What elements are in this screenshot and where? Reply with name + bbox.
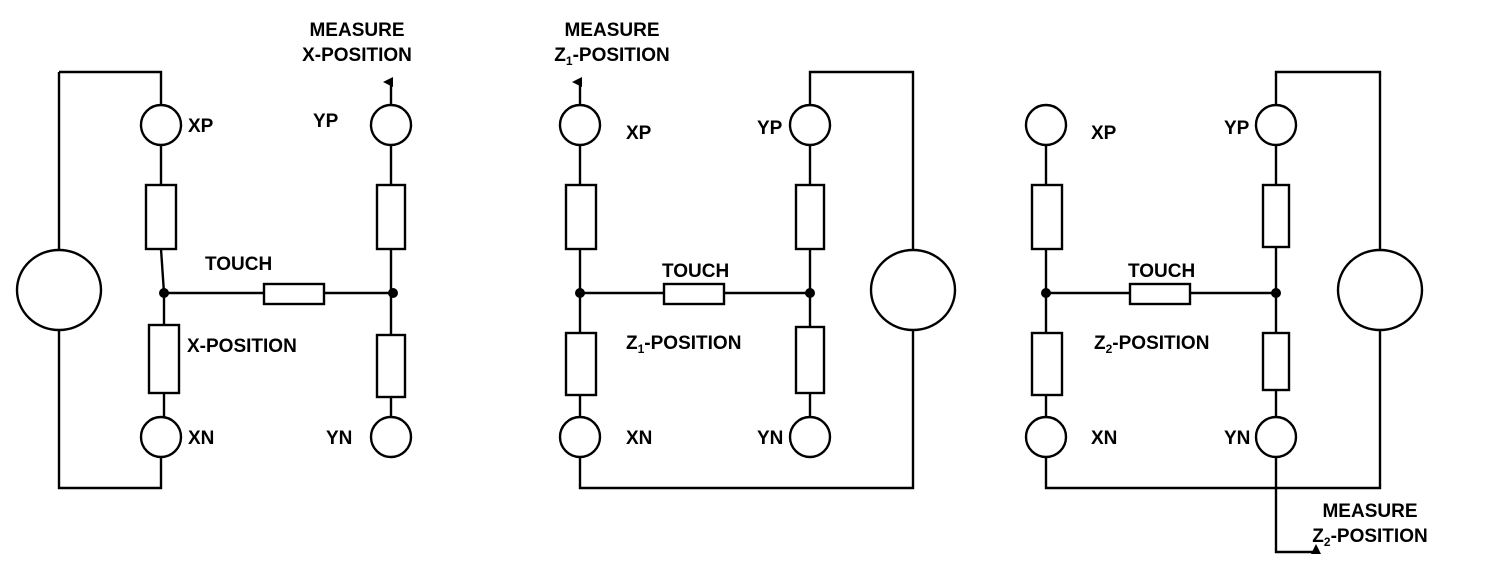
y-bottom-resistor [1261,331,1291,392]
measure-label-line1: MEASURE [309,20,404,41]
xn-terminal [1024,415,1068,459]
xp-terminal [1024,103,1068,147]
yn-label: YN [757,428,783,449]
x-bottom-resistor [1030,331,1064,397]
supply-wire [808,70,915,250]
measure-label-line1: MEASURE [564,20,659,41]
xp-label: XP [1091,123,1117,144]
x-bottom-resistor [564,331,598,397]
measure-wire [1274,457,1321,554]
position-label: X-POSITION [187,336,297,357]
x-top-resistor [1030,183,1064,251]
measure-label-line2: Z1-POSITION [554,45,669,68]
x-wire [159,248,166,325]
measure-label-line2: X-POSITION [302,45,412,66]
supply-wire [57,330,163,490]
voltage-source [1336,248,1424,332]
yp-label: YP [757,118,783,139]
x-bottom-resistor [147,323,181,395]
voltage-source [15,248,103,332]
yn-label: YN [326,428,352,449]
xn-label: XN [188,428,214,449]
panel-measure-z2-position: MEASURE Z2-POSITION XP YP XN YN TOUCH Z2… [1024,70,1428,554]
yp-label: YP [1224,118,1250,139]
touch-resistor [262,282,326,306]
xp-label: XP [626,123,652,144]
xn-terminal [139,415,183,459]
yn-label: YN [1224,428,1250,449]
yp-terminal [788,103,832,147]
y-bottom-resistor [375,333,407,399]
xn-label: XN [626,428,652,449]
touch-label: TOUCH [205,254,272,275]
touch-label: TOUCH [1128,261,1195,282]
supply-wire [59,70,163,104]
junction-dot [575,288,585,298]
supply-wire [578,330,915,490]
xp-terminal [558,103,602,147]
junction-dot [1041,288,1051,298]
yp-terminal [369,103,413,147]
yp-terminal [1254,103,1298,147]
y-top-resistor [794,183,826,251]
supply-wire [1274,70,1382,250]
voltage-source [869,248,957,332]
junction-dot [159,288,169,298]
junction-dot [388,288,398,298]
x-top-resistor [564,183,598,251]
touch-resistor [662,282,726,306]
y-top-resistor [375,183,407,251]
xp-label: XP [188,116,214,137]
xp-terminal [139,103,183,147]
yp-label: YP [313,111,339,132]
panel-measure-z1-position: MEASURE Z1-POSITION XP YP XN YN TOUCH Z1… [554,20,957,490]
xn-label: XN [1091,428,1117,449]
x-top-resistor [144,183,178,251]
supply-wire [1044,330,1382,490]
touch-label: TOUCH [662,261,729,282]
measure-label-line1: MEASURE [1322,501,1417,522]
y-top-resistor [1261,183,1291,249]
panel-measure-x-position: MEASURE X-POSITION XP YP XN YN TOUCH X-P… [15,20,413,490]
y-bottom-resistor [794,325,826,395]
yn-terminal [788,415,832,459]
yn-terminal [1254,415,1298,459]
yn-terminal [369,415,413,459]
position-label: Z1-POSITION [626,333,741,356]
position-label: Z2-POSITION [1094,333,1209,356]
xn-terminal [558,415,602,459]
touch-resistor [1128,282,1192,306]
measure-label-line2: Z2-POSITION [1312,526,1427,549]
